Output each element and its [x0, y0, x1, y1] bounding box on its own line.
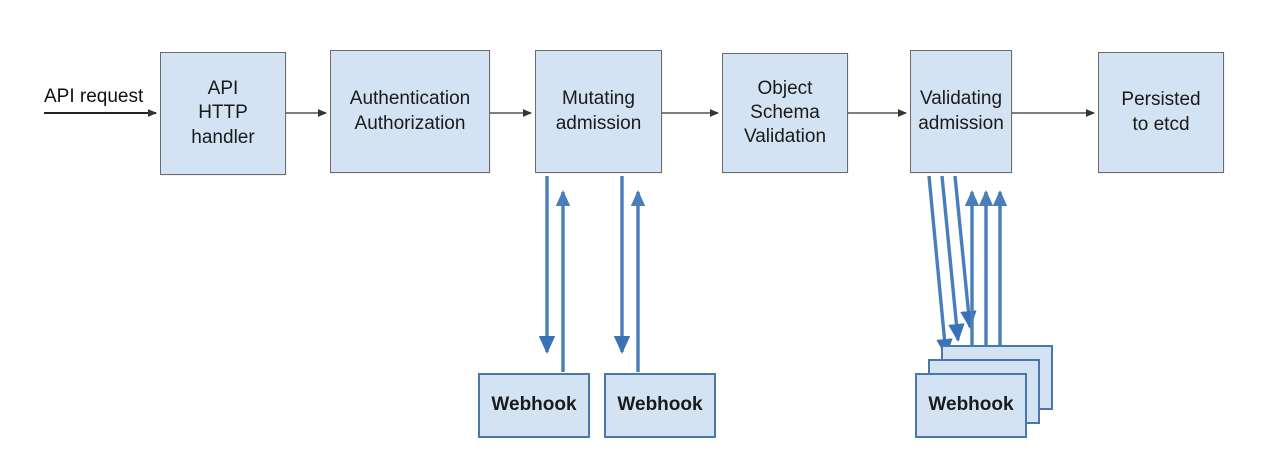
- stage-validating-admission-label: Validating admission: [918, 88, 1004, 134]
- stage-validating-admission[interactable]: Validating admission: [910, 50, 1012, 173]
- stage-authentication-authorization-label: Authentication Authorization: [349, 88, 471, 134]
- mutating-webhook-1[interactable]: Webhook: [478, 373, 590, 438]
- stage-persisted-to-etcd[interactable]: Persisted to etcd: [1098, 52, 1224, 173]
- mutating-webhook-2-label: Webhook: [617, 394, 703, 416]
- stage-authentication-authorization[interactable]: Authentication Authorization: [330, 50, 490, 173]
- stage-mutating-admission-label: Mutating admission: [555, 88, 642, 134]
- edge-validating-to-webhook-stack-3: [953, 175, 977, 329]
- edge-validating-to-webhook-stack-1: [927, 175, 953, 357]
- stage-api-http-handler-label: API HTTP handler: [191, 78, 255, 148]
- stage-object-schema-validation-label: Object Schema Validation: [743, 77, 827, 148]
- validating-webhook-stack-front-label: Webhook: [928, 394, 1014, 416]
- stage-mutating-admission[interactable]: Mutating admission: [535, 50, 662, 173]
- edge-validating-to-webhook-stack-2: [940, 175, 965, 342]
- stage-persisted-to-etcd-label: Persisted to etcd: [1121, 89, 1201, 135]
- validating-webhook-stack-front[interactable]: Webhook: [915, 373, 1027, 438]
- api-request-label: API request: [44, 86, 144, 107]
- mutating-webhook-1-label: Webhook: [491, 394, 577, 416]
- stage-api-http-handler[interactable]: API HTTP handler: [160, 52, 286, 175]
- mutating-webhook-2[interactable]: Webhook: [604, 373, 716, 438]
- stage-object-schema-validation[interactable]: Object Schema Validation: [722, 53, 848, 173]
